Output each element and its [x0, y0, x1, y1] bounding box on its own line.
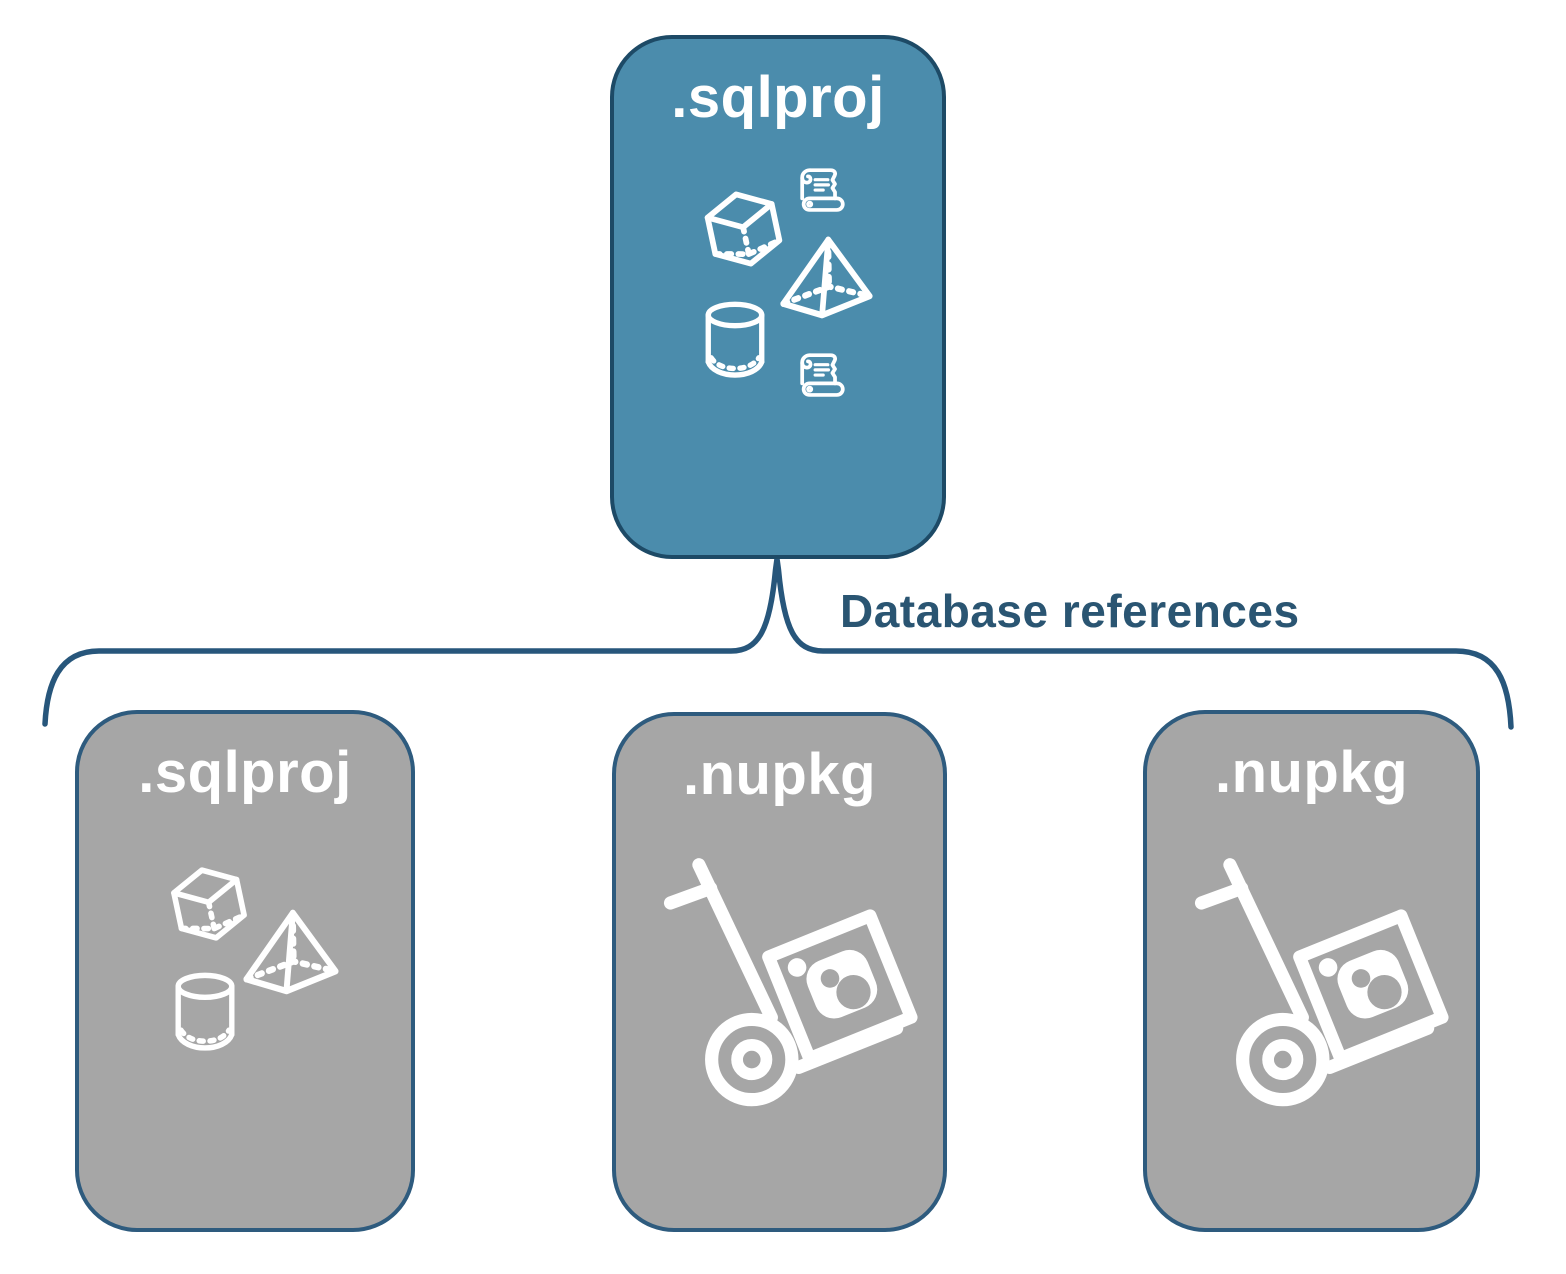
package-dolly-icon	[1181, 846, 1455, 1140]
pyramid-icon	[778, 233, 875, 321]
database-cylinder-icon	[172, 972, 238, 1053]
scroll-icon	[796, 165, 851, 218]
connector-label: Database references	[840, 585, 1300, 637]
root-box-title: .sqlproj	[671, 65, 885, 130]
pyramid-icon	[241, 906, 341, 997]
child-box-nupkg: .nupkg	[1143, 710, 1480, 1232]
child-box-sqlproj: .sqlproj	[75, 710, 415, 1232]
child-box-nupkg: .nupkg	[612, 712, 947, 1232]
child-box-title: .sqlproj	[138, 740, 352, 805]
package-dolly-icon	[650, 846, 924, 1140]
scroll-icon	[796, 350, 851, 403]
database-cylinder-icon	[702, 301, 768, 380]
child-box-title: .nupkg	[682, 742, 877, 807]
child-box-title: .nupkg	[1214, 740, 1409, 805]
root-box-sqlproj: .sqlproj	[610, 35, 946, 559]
